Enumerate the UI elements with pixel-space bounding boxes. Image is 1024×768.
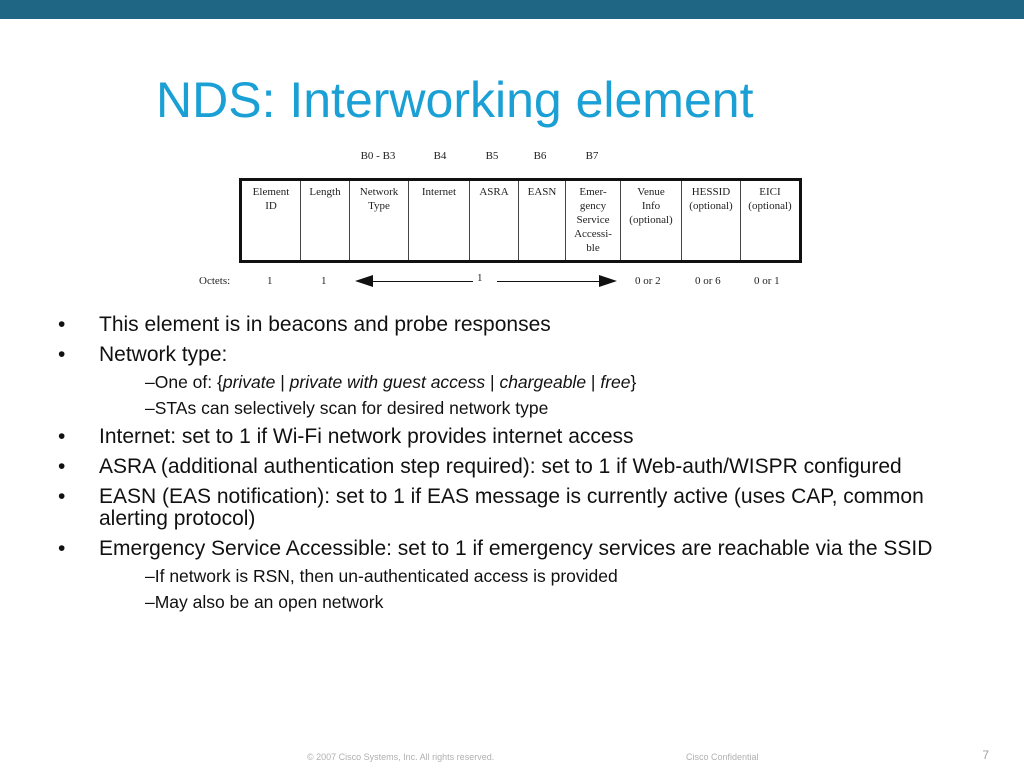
- sub-bullet-item: –May also be an open network: [145, 592, 384, 612]
- page-number: 7: [982, 748, 989, 762]
- arrow-line-right: [497, 281, 599, 282]
- field-eici: EICI (optional): [740, 179, 801, 262]
- octet-element-id: 1: [267, 275, 273, 287]
- octet-bitfield: 1: [477, 272, 483, 284]
- field-length: Length: [300, 179, 350, 262]
- sub-bullet-suffix: }: [630, 372, 637, 392]
- footer-confidential: Cisco Confidential: [686, 752, 759, 762]
- field-element-id: Element ID: [240, 179, 301, 262]
- bit-label-b7: B7: [585, 150, 599, 162]
- network-type-free: free: [600, 372, 631, 392]
- top-banner: [0, 0, 1024, 19]
- bullet-item: •ASRA (additional authentication step re…: [58, 455, 902, 478]
- bit-label-b0-b3: B0 - B3: [360, 150, 396, 162]
- field-easn: EASN: [518, 179, 566, 262]
- bullet-text: EASN (EAS notification): set to 1 if EAS…: [99, 485, 924, 530]
- bit-label-b6: B6: [533, 150, 547, 162]
- bit-label-b4: B4: [433, 150, 447, 162]
- field-asra: ASRA: [469, 179, 519, 262]
- field-row: Element ID Length Network Type Internet …: [240, 179, 801, 262]
- sub-bullet-item: –If network is RSN, then un-authenticate…: [145, 566, 618, 586]
- field-internet: Internet: [408, 179, 470, 262]
- sub-bullet-item: –One of: {private | private with guest a…: [58, 372, 988, 392]
- arrow-line-left: [373, 281, 473, 282]
- bullet-text: Network type:: [99, 343, 228, 366]
- octet-hessid: 0 or 6: [695, 275, 721, 287]
- arrow-left-head: [355, 275, 373, 287]
- octets-label: Octets:: [199, 275, 231, 287]
- bullet-item: •Internet: set to 1 if Wi-Fi network pro…: [58, 425, 634, 448]
- slide-title: NDS: Interworking element: [156, 72, 754, 128]
- bullet-text: ASRA (additional authentication step req…: [99, 455, 902, 478]
- separator: |: [485, 372, 500, 392]
- sub-bullet-prefix: –One of: {: [145, 372, 223, 392]
- network-type-chargeable: chargeable: [499, 372, 587, 392]
- octet-venue-info: 0 or 2: [635, 275, 661, 287]
- interworking-element-diagram: B0 - B3 B4 B5 B6 B7 Element ID Length Ne…: [199, 148, 815, 293]
- bullet-text: This element is in beacons and probe res…: [99, 313, 551, 336]
- octet-eici: 0 or 1: [754, 275, 780, 287]
- separator: |: [275, 372, 290, 392]
- arrow-right-head: [599, 275, 617, 287]
- bullet-text: Emergency Service Accessible: set to 1 i…: [99, 537, 933, 560]
- bullet-list: •This element is in beacons and probe re…: [58, 313, 988, 613]
- bullet-item: •Emergency Service Accessible: set to 1 …: [58, 537, 933, 560]
- bullet-item: •EASN (EAS notification): set to 1 if EA…: [58, 485, 924, 530]
- sub-bullet-item: –STAs can selectively scan for desired n…: [145, 398, 549, 418]
- field-venue-info: Venue Info (optional): [620, 179, 682, 262]
- network-type-guest: private with guest access: [289, 372, 486, 392]
- separator: |: [586, 372, 601, 392]
- field-table: Element ID Length Network Type Internet …: [239, 178, 802, 263]
- field-network-type: Network Type: [349, 179, 409, 262]
- octet-length: 1: [321, 275, 327, 287]
- bullet-item: •Network type:: [58, 343, 228, 366]
- field-hessid: HESSID (optional): [681, 179, 741, 262]
- footer-copyright: © 2007 Cisco Systems, Inc. All rights re…: [307, 752, 495, 762]
- field-emergency-service: Emer- gency Service Accessi- ble: [565, 179, 621, 262]
- bit-label-b5: B5: [485, 150, 499, 162]
- bullet-text: Internet: set to 1 if Wi-Fi network prov…: [99, 425, 634, 448]
- bullet-item: •This element is in beacons and probe re…: [58, 313, 551, 336]
- network-type-private: private: [222, 372, 276, 392]
